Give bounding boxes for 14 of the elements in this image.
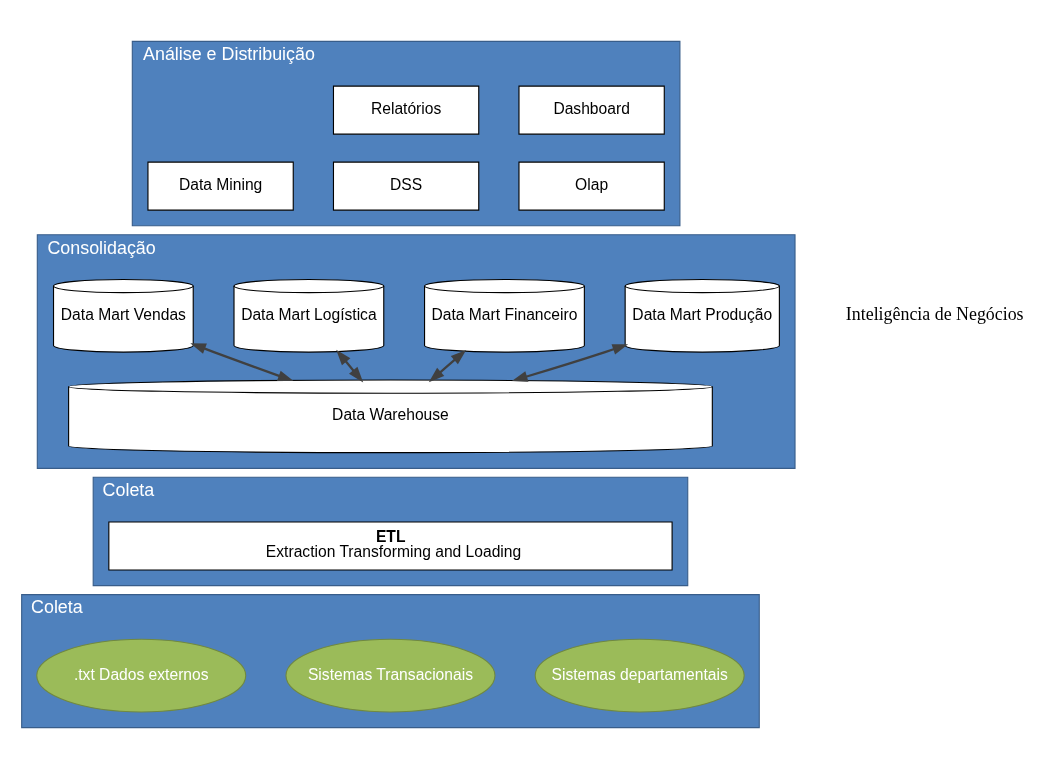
node-box: ETL Extraction Transforming and Loading [108, 521, 673, 571]
arrow [336, 349, 364, 383]
node-box: Olap [518, 161, 665, 211]
arrow [428, 349, 467, 383]
node-ellipse: Sistemas Transacionais [285, 638, 496, 713]
arrow [190, 343, 294, 382]
label: Inteligência de Negócios [845, 304, 1024, 325]
node-box: DSS [332, 161, 480, 211]
node-ellipse: Sistemas departamentais [534, 638, 745, 713]
arrow [511, 344, 629, 382]
node-box: Relatórios [332, 85, 480, 135]
node-ellipse: .txt Dados externos [36, 638, 247, 713]
node-box: Data Mining [147, 161, 294, 211]
node-box: Dashboard [518, 85, 665, 135]
